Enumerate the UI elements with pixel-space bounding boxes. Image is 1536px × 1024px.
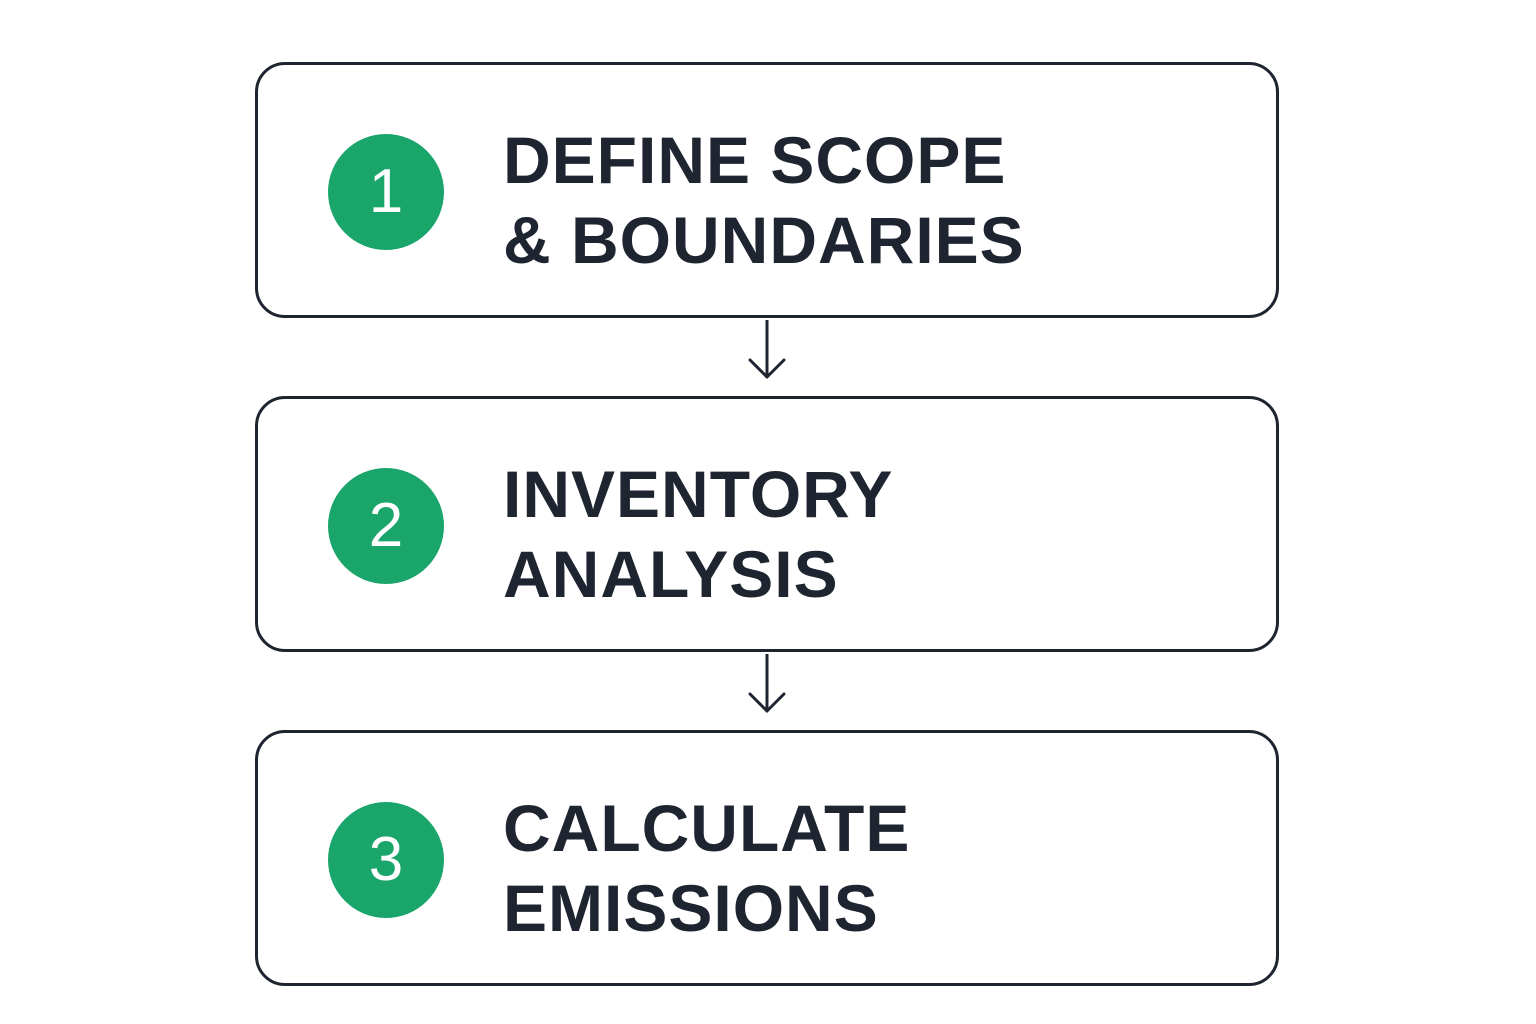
step-label: INVENTORY ANALYSIS [503, 454, 1243, 614]
step-number-badge: 1 [328, 134, 444, 250]
step-label-line-2: & BOUNDARIES [503, 203, 1025, 277]
step-box-inventory-analysis: 2 INVENTORY ANALYSIS [255, 396, 1279, 652]
step-label: DEFINE SCOPE & BOUNDARIES [503, 120, 1243, 280]
step-label-line-1: INVENTORY [503, 457, 894, 531]
step-label-line-1: DEFINE SCOPE [503, 123, 1007, 197]
step-box-calculate-emissions: 3 CALCULATE EMISSIONS [255, 730, 1279, 986]
step-number-badge: 2 [328, 468, 444, 584]
step-label-line-2: ANALYSIS [503, 537, 839, 611]
step-label-line-1: CALCULATE [503, 791, 911, 865]
step-label-line-2: EMISSIONS [503, 871, 879, 945]
arrow-down-icon [748, 320, 786, 379]
step-number-badge: 3 [328, 802, 444, 918]
step-box-define-scope: 1 DEFINE SCOPE & BOUNDARIES [255, 62, 1279, 318]
step-label: CALCULATE EMISSIONS [503, 788, 1243, 948]
arrow-down-icon [748, 654, 786, 713]
